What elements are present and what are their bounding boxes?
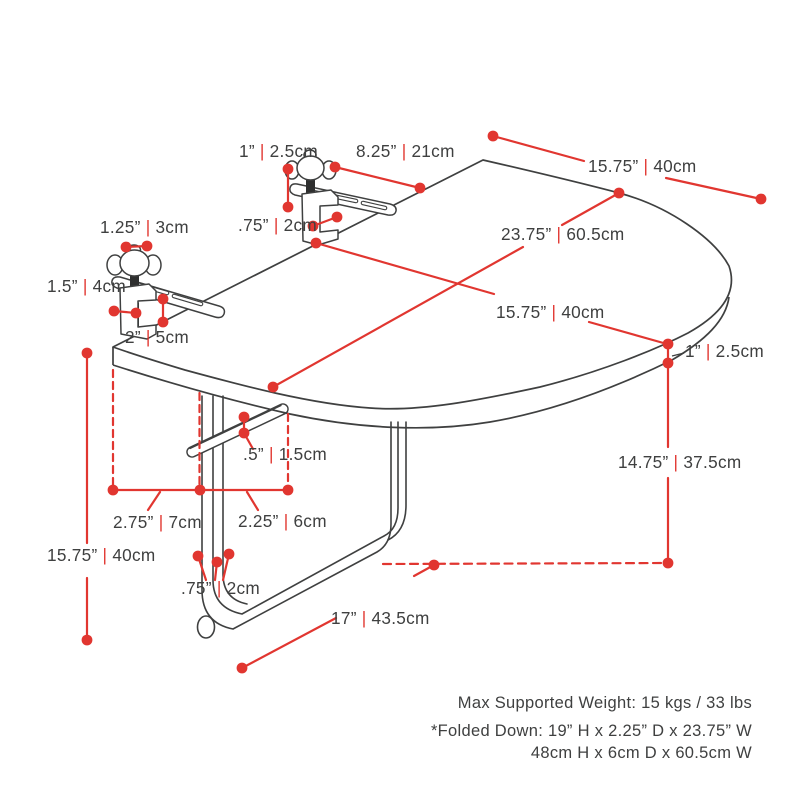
dim-dashed-floor xyxy=(381,561,669,566)
note-folded-dimensions-imperial: *Folded Down: 19” H x 2.25” D x 23.75” W xyxy=(431,722,752,740)
leg-inner-loop xyxy=(212,395,399,615)
dim-leader-leg-inset-left xyxy=(146,490,162,512)
dimension-dot xyxy=(108,305,120,317)
dimension-dot xyxy=(130,307,142,319)
footnotes: Max Supported Weight: 15 kgs / 33 lbs *F… xyxy=(431,694,752,762)
dim-label-tabletop-width: 23.75”|60.5cm xyxy=(501,224,624,244)
dimension-dot xyxy=(282,484,294,496)
dimension-lines xyxy=(85,134,763,670)
dimension-dots xyxy=(81,130,767,674)
dim-label-leg-inset-right: 2.25”|6cm xyxy=(238,511,327,531)
clamp-2-knob xyxy=(106,244,162,277)
dimension-dot xyxy=(428,559,440,571)
dimension-dot xyxy=(157,316,169,328)
leg-rear-right-tube xyxy=(387,421,407,541)
clamp-2 xyxy=(106,244,226,340)
dimension-dot xyxy=(236,662,248,674)
dim-label-support-bar-thickness: .5”|1.5cm xyxy=(243,444,327,464)
dim-label-clamp2-knob-width: 1.25”|3cm xyxy=(100,217,189,237)
leg-frame xyxy=(196,395,407,639)
note-max-weight: Max Supported Weight: 15 kgs / 33 lbs xyxy=(458,694,752,712)
dimension-dot xyxy=(662,338,674,350)
dim-line-table-width-b xyxy=(271,245,525,389)
dimension-dot xyxy=(238,411,250,423)
dimension-dot xyxy=(755,193,767,205)
dim-label-table-height: 14.75”|37.5cm xyxy=(618,452,741,472)
dim-label-clamp-knob-height: 1”|2.5cm xyxy=(239,141,318,161)
dimension-dot xyxy=(329,161,341,173)
tabletop-surface xyxy=(112,159,733,410)
dim-label-clamp-arm-length: 8.25”|21cm xyxy=(356,141,455,161)
clamp-2-arm-slot-b-inner xyxy=(172,294,203,306)
dimension-dot xyxy=(194,484,206,496)
dimension-dot xyxy=(223,548,235,560)
dimension-dot xyxy=(192,550,204,562)
dimension-dot xyxy=(282,163,294,175)
dimension-dot xyxy=(310,237,322,249)
dimension-dot xyxy=(120,241,132,253)
dim-label-tabletop-thickness: 1”|2.5cm xyxy=(685,341,764,361)
support-bar xyxy=(186,403,289,458)
table-top xyxy=(112,159,733,429)
dimension-dot xyxy=(414,182,426,194)
dim-line-table-depth-b xyxy=(587,320,669,346)
note-folded-dimensions-metric: 48cm H x 6cm D x 60.5cm W xyxy=(531,744,752,762)
dim-leader-leg-inset-right xyxy=(245,490,260,512)
thickness-label-tick xyxy=(671,352,685,357)
dimension-dot xyxy=(662,357,674,369)
dimension-dot xyxy=(81,347,93,359)
dimension-dot xyxy=(307,220,319,232)
clamp-1-arm-slot-b-inner xyxy=(361,201,387,210)
dim-line-back-width-a xyxy=(491,134,586,163)
dimension-labels: 1”|2.5cm 8.25”|21cm 15.75”|40cm .75”|2cm… xyxy=(47,141,764,628)
dim-label-edge-clearance: 2”|5cm xyxy=(125,327,189,347)
leg-rear-left-tube xyxy=(222,395,248,605)
support-bar-ridge xyxy=(189,404,282,450)
dimension-dot xyxy=(282,201,294,213)
dimension-dot xyxy=(157,293,169,305)
dim-label-leg-tube-width: .75”|2cm xyxy=(181,578,260,598)
dim-label-tabletop-back-width: 15.75”|40cm xyxy=(588,156,697,176)
dim-label-folded-height: 15.75”|40cm xyxy=(47,545,156,565)
dimension-dot xyxy=(211,556,223,568)
dim-line-table-width-a xyxy=(560,191,621,227)
dimension-dot xyxy=(107,484,119,496)
dimension-dot xyxy=(331,211,343,223)
dim-label-base-length: 17”|43.5cm xyxy=(331,608,430,628)
dim-label-tabletop-depth: 15.75”|40cm xyxy=(496,302,605,322)
dimension-dot xyxy=(81,634,93,646)
leg-foot-cap xyxy=(196,615,216,639)
dimension-dot xyxy=(141,240,153,252)
support-bar-face xyxy=(187,404,288,457)
dim-label-leg-inset-left: 2.75”|7cm xyxy=(113,512,202,532)
dim-label-clamp2-opening: 1.5”|4cm xyxy=(47,276,126,296)
dimension-dot xyxy=(662,557,674,569)
dim-line-base-length-a xyxy=(240,616,338,670)
dim-label-clamp-body-width: .75”|2cm xyxy=(238,215,317,235)
dimension-dot xyxy=(487,130,499,142)
tabletop-bottom-edge xyxy=(112,296,730,429)
dimension-dot xyxy=(613,187,625,199)
dimension-dot xyxy=(267,381,279,393)
dimension-dot xyxy=(238,427,250,439)
dim-line-clamp-arm-length xyxy=(333,165,422,190)
dim-line-back-width-b xyxy=(664,176,763,201)
dim-line-table-depth-a xyxy=(314,241,496,296)
